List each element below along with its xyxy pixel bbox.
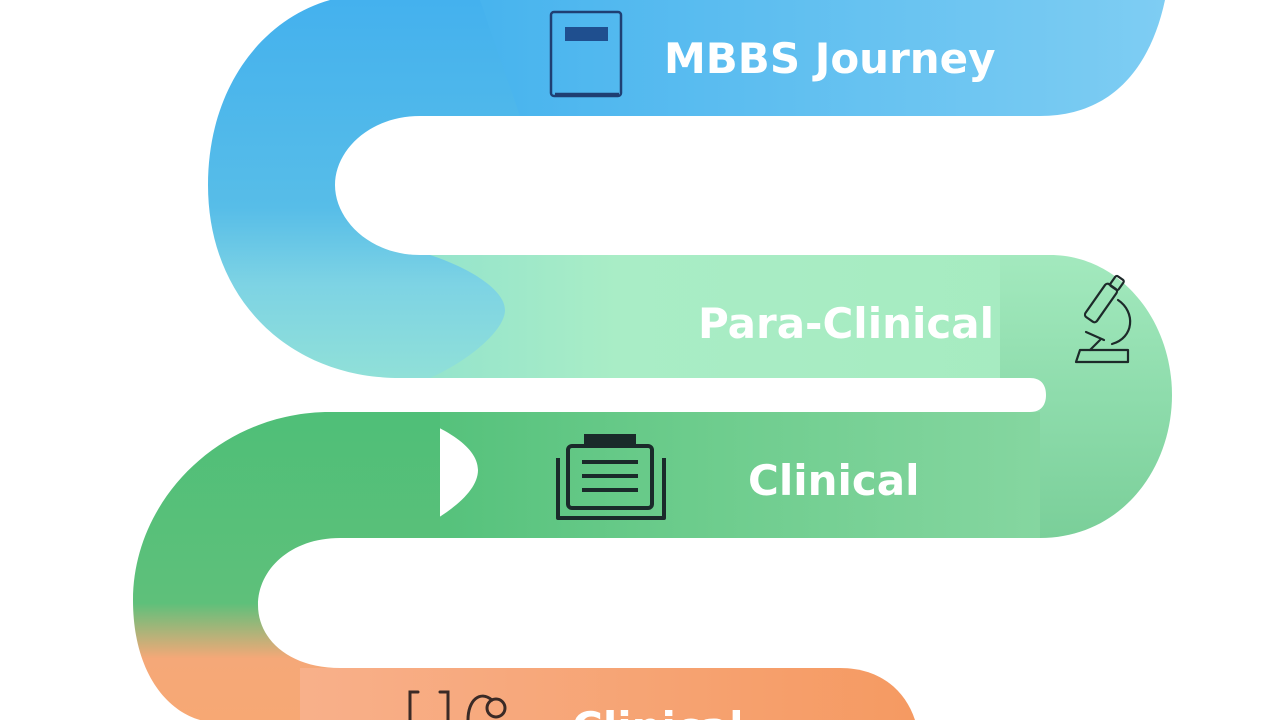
stethoscope-icon: [408, 690, 507, 720]
journey-band-mbbs: [460, 0, 1165, 116]
case-file-icon: [556, 434, 666, 520]
stage-label-para-clinical: Para-Clinical: [698, 299, 994, 348]
book-icon: [549, 10, 623, 98]
stage-label-mbbs-journey: MBBS Journey: [664, 34, 996, 83]
journey-curve-1: [208, 0, 520, 378]
stage-label-clinical: Clinical: [748, 456, 920, 505]
microscope-icon: [1074, 274, 1132, 364]
journey-band-clinical: [400, 412, 1040, 538]
journey-band-clinical-2: [300, 668, 915, 720]
journey-band-para-clinical: [430, 255, 1050, 378]
stage-label-clinical-2: Clinical: [572, 703, 744, 720]
journey-curve-3: [133, 412, 440, 720]
